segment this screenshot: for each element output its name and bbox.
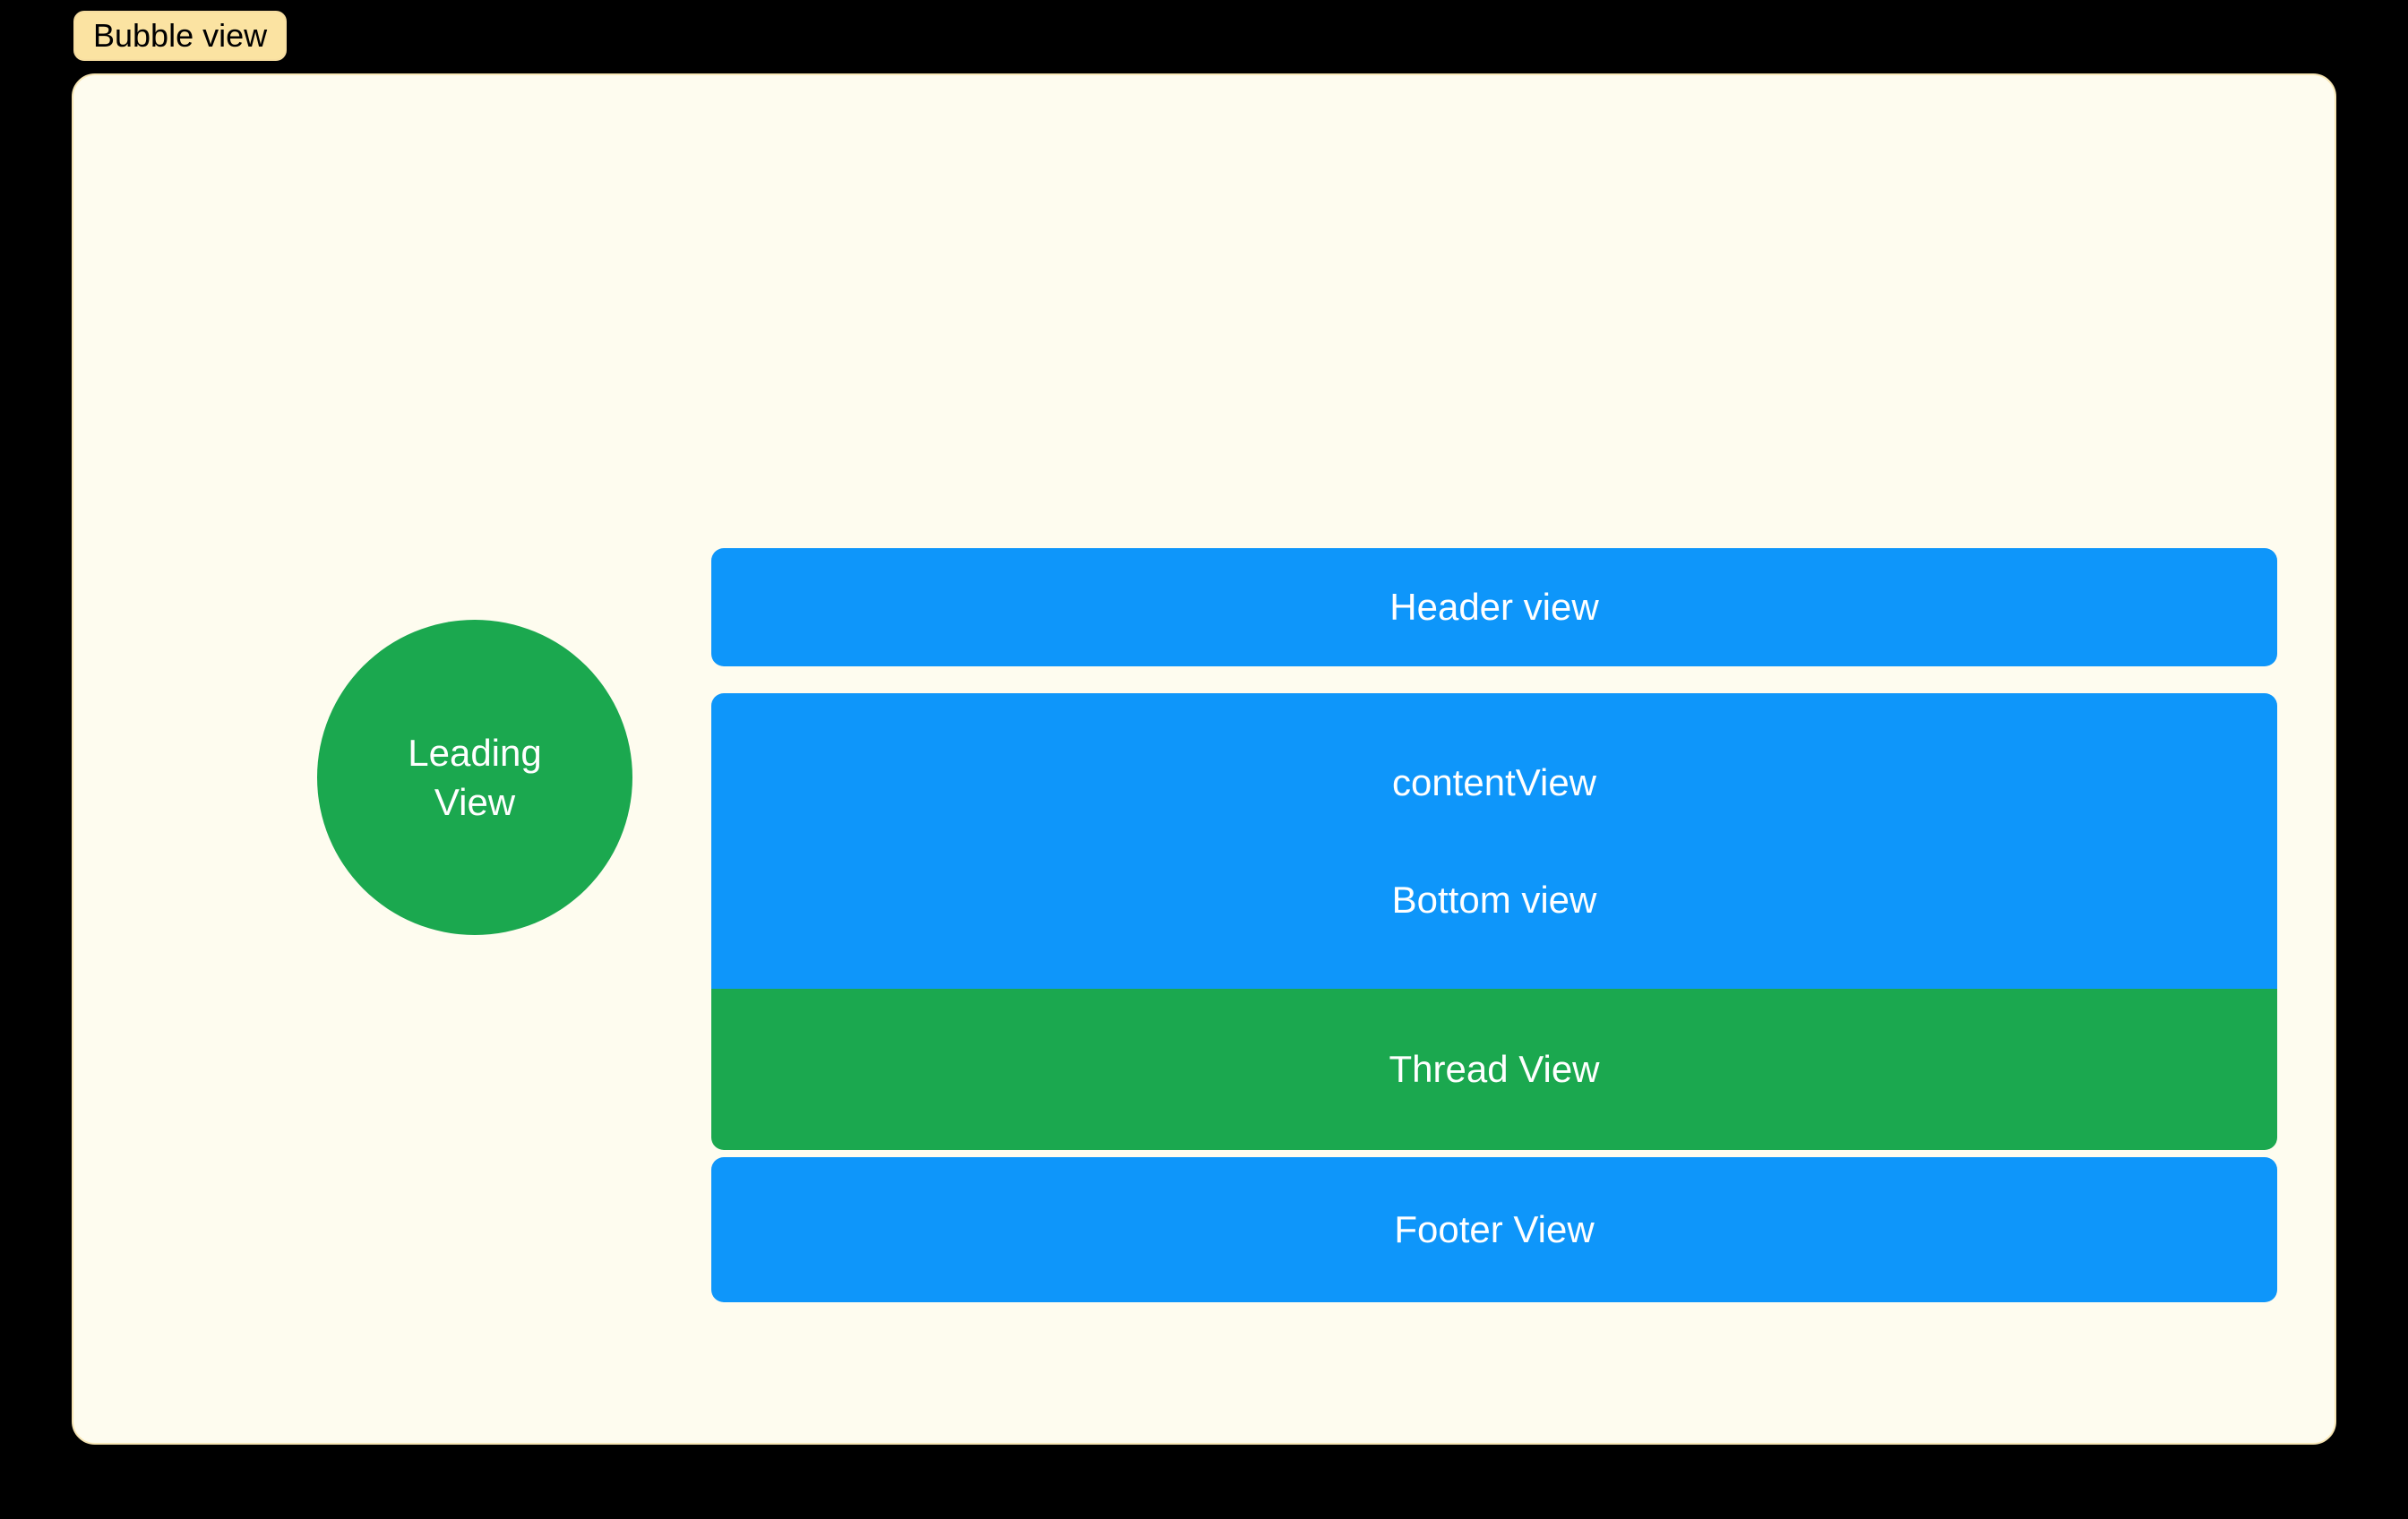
footer-view-label: Footer View — [1394, 1208, 1595, 1250]
footer-view-bar[interactable]: Footer View — [711, 1157, 2277, 1302]
header-view-label: Header view — [1389, 586, 1599, 628]
leading-view-circle[interactable]: Leading View — [317, 620, 632, 935]
bubble-view-panel: Leading View Header view contentView Bot… — [72, 73, 2336, 1445]
view-stack: Header view contentView Bottom view Thre… — [711, 548, 2277, 1302]
header-view-bar[interactable]: Header view — [711, 548, 2277, 666]
stack-gap — [711, 666, 2277, 693]
leading-view-label-line2: View — [434, 781, 516, 823]
content-view-bar[interactable]: contentView Bottom view — [711, 693, 2277, 989]
thread-view-bar[interactable]: Thread View — [711, 989, 2277, 1150]
bottom-view-label: Bottom view — [1391, 878, 1597, 921]
thread-view-label: Thread View — [1389, 1048, 1600, 1090]
content-view-label: contentView — [1391, 760, 1597, 803]
bubble-view-tag: Bubble view — [73, 11, 288, 61]
bubble-view-tag-label: Bubble view — [93, 17, 268, 54]
leading-view-label-line1: Leading — [408, 731, 542, 774]
